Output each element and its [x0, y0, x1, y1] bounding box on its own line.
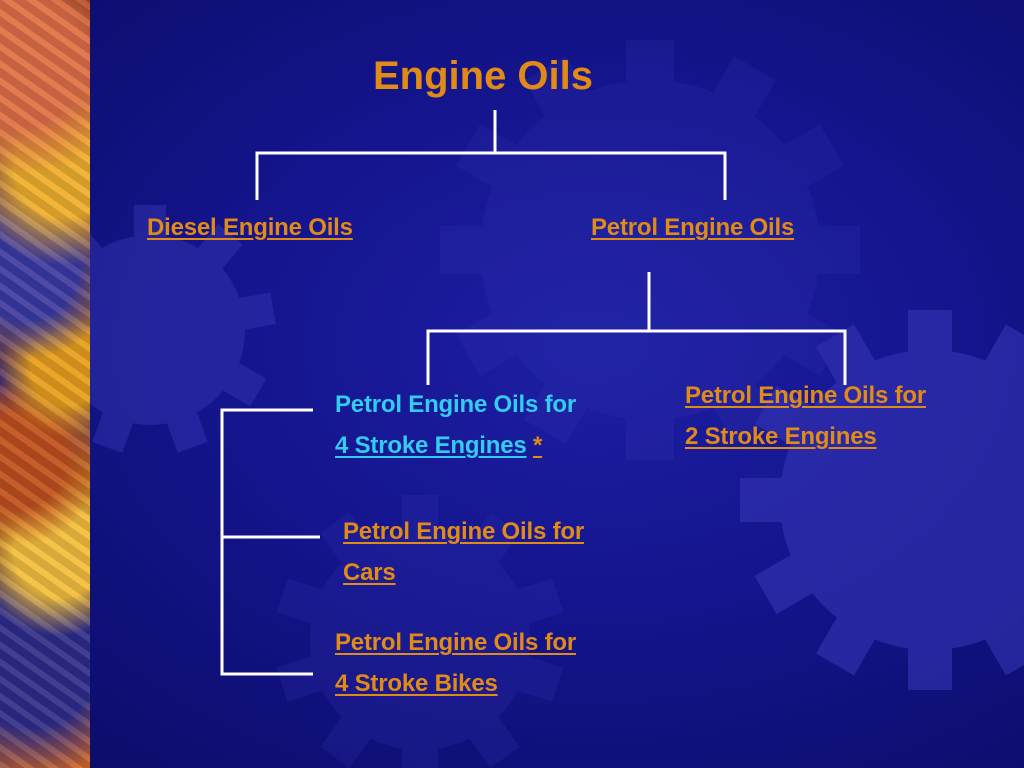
diesel-engine-oils-link[interactable]: Diesel Engine Oils: [147, 207, 353, 248]
gear-icon: [740, 310, 1024, 690]
petrol-engine-oils-label: Petrol Engine Oils: [591, 214, 795, 241]
connector-top-branch: [255, 151, 727, 200]
petrol-4-stroke-line1: Petrol Engine Oils for: [335, 391, 576, 418]
gear-icon: [440, 40, 860, 460]
connector-petrol-branch: [426, 329, 847, 385]
decorative-side-strip: [0, 0, 90, 768]
petrol-2-stroke-link[interactable]: Petrol Engine Oils for 2 Stroke Engines: [685, 375, 926, 457]
petrol-2-stroke-line1: Petrol Engine Oils for: [685, 382, 926, 409]
petrol-bikes-line1: Petrol Engine Oils for: [335, 629, 576, 656]
connector-four-stroke-bracket: [220, 408, 313, 676]
diesel-engine-oils-label: Diesel Engine Oils: [147, 214, 353, 241]
petrol-2-stroke-line2: 2 Stroke Engines: [685, 423, 877, 450]
petrol-4-stroke-engines-link[interactable]: 4 Stroke Engines: [335, 432, 527, 459]
petrol-cars-line2: Cars: [343, 559, 396, 586]
petrol-4-stroke-node: Petrol Engine Oils for 4 Stroke Engines …: [335, 384, 576, 466]
petrol-bikes-link[interactable]: Petrol Engine Oils for 4 Stroke Bikes: [335, 622, 576, 704]
petrol-cars-link[interactable]: Petrol Engine Oils for Cars: [343, 511, 584, 593]
petrol-engine-oils-link[interactable]: Petrol Engine Oils: [591, 207, 794, 248]
diagram-title: Engine Oils: [372, 54, 594, 98]
petrol-4-stroke-marker-link[interactable]: *: [533, 432, 543, 459]
gear-icon: [276, 495, 564, 768]
petrol-cars-line1: Petrol Engine Oils for: [343, 518, 584, 545]
petrol-bikes-line2: 4 Stroke Bikes: [335, 670, 498, 697]
